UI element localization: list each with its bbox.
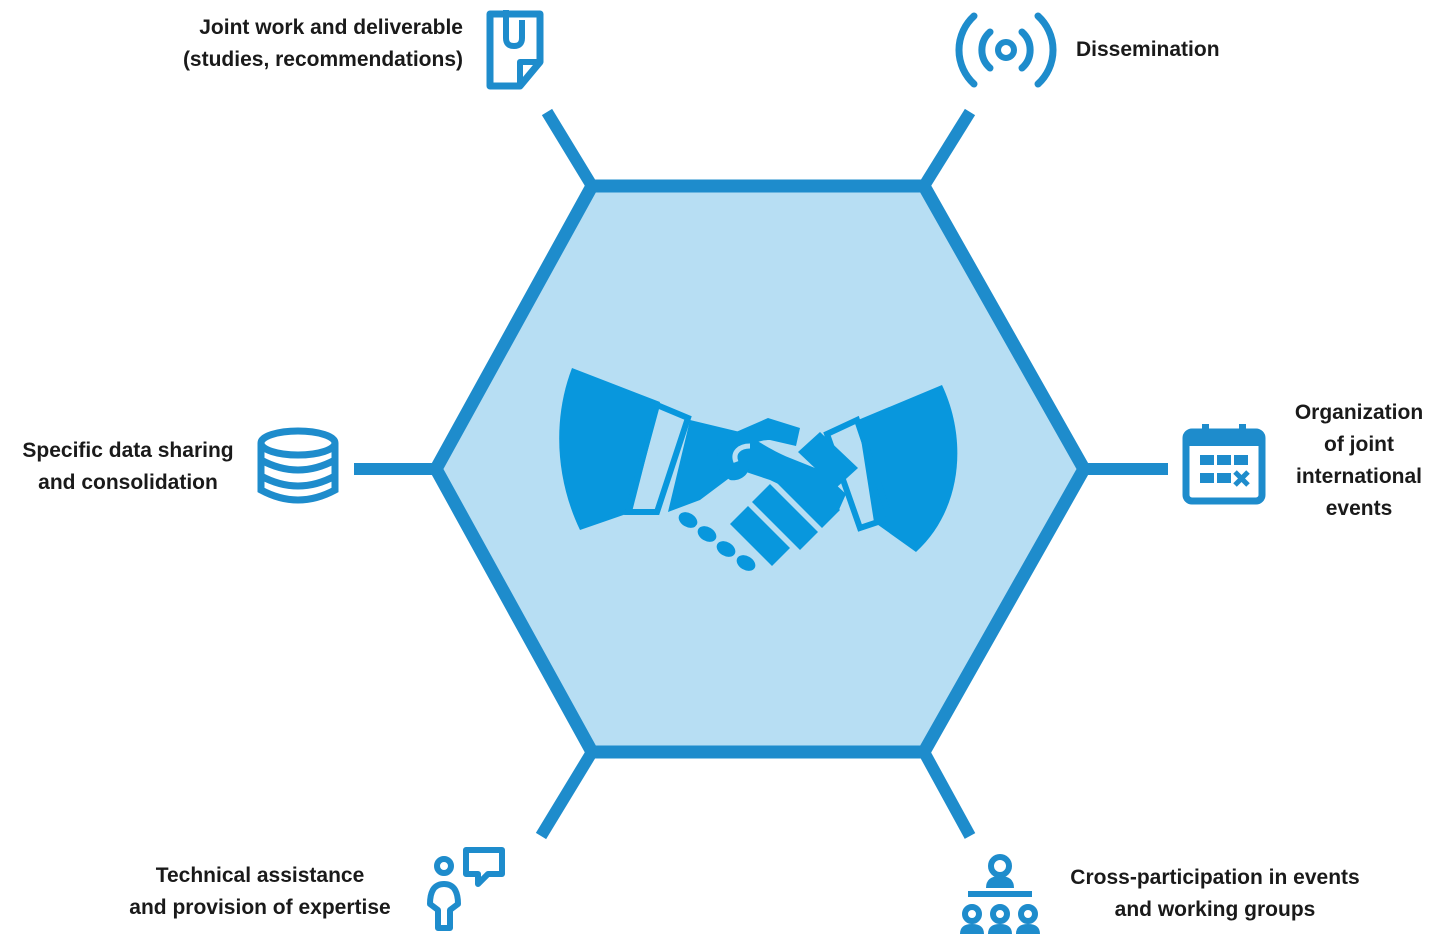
label-joint-work: Joint work and deliverable (studies, rec… bbox=[182, 16, 463, 71]
document-clip-icon bbox=[486, 10, 544, 90]
spoke-bottom-left bbox=[535, 748, 598, 840]
label-technical: Technical assistance and provision of ex… bbox=[129, 864, 391, 919]
label-dissemination: Dissemination bbox=[1076, 38, 1220, 61]
label-events: Organization of joint international even… bbox=[1294, 401, 1424, 520]
broadcast-icon bbox=[955, 12, 1057, 88]
label-data-sharing: Specific data sharing and consolidation bbox=[22, 439, 234, 494]
spoke-top-left bbox=[541, 108, 598, 190]
person-speech-icon bbox=[427, 847, 505, 931]
calendar-icon bbox=[1182, 424, 1266, 505]
spoke-bottom-right bbox=[918, 749, 976, 839]
audience-icon bbox=[960, 854, 1040, 934]
database-icon bbox=[257, 427, 339, 504]
spoke-top-right bbox=[918, 108, 976, 190]
label-cross-participation: Cross-participation in events and workin… bbox=[1070, 866, 1360, 921]
handshake-icon bbox=[559, 368, 958, 575]
